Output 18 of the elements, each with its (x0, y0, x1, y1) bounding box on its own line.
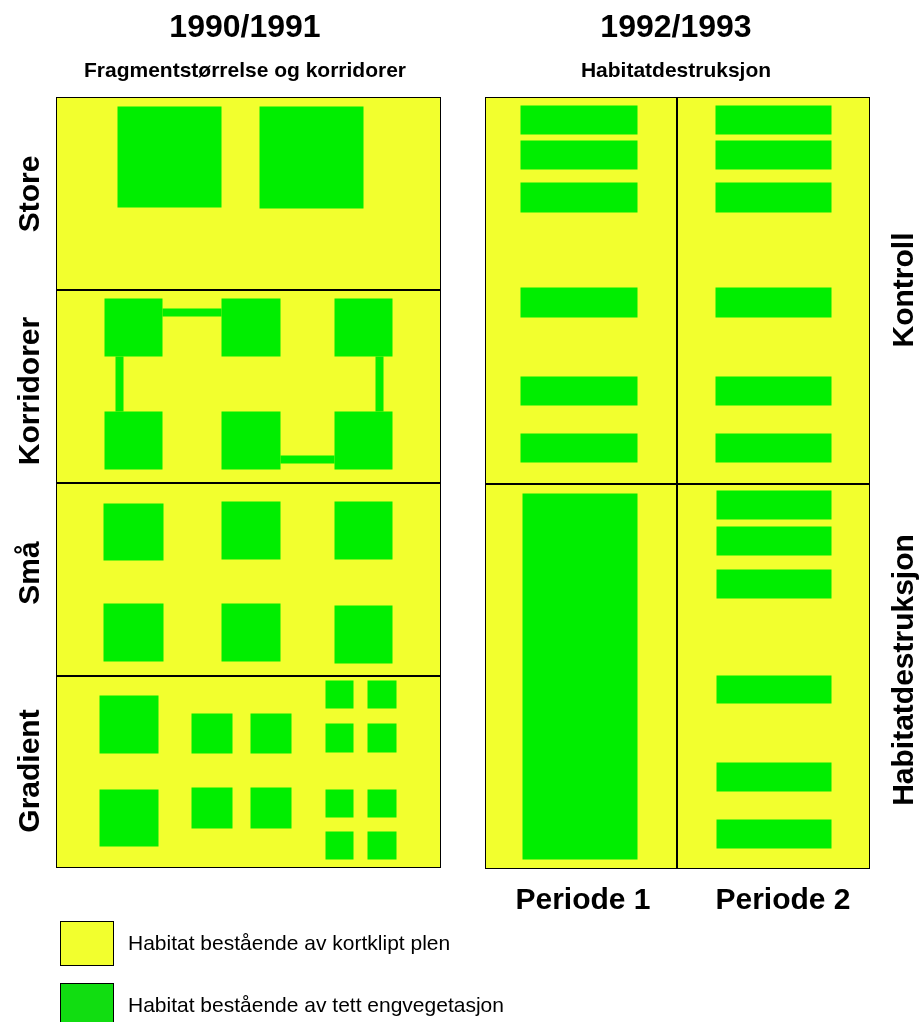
row-label: Gradient (12, 709, 46, 833)
row-label: Habitatdestruksjon (886, 534, 920, 806)
habitat-panel (677, 484, 870, 869)
habitat-panel (485, 97, 677, 484)
row-label: Kontroll (886, 232, 920, 348)
row-label: Korridorer (12, 316, 46, 466)
heading: 1990/1991 (169, 8, 321, 45)
legend-text: Habitat bestående av kortklipt plen (128, 931, 451, 955)
subheading: Habitatdestruksjon (580, 58, 772, 82)
row-label: Små (12, 541, 46, 605)
column-label: Periode 1 (515, 882, 651, 916)
column-label: Periode 2 (715, 882, 851, 916)
habitat-panel (485, 484, 677, 869)
heading: 1992/1993 (600, 8, 752, 45)
subheading: Fragmentstørrelse og korridorer (83, 58, 407, 82)
habitat-panel (677, 97, 870, 484)
row-label: Store (12, 155, 46, 233)
legend-text: Habitat bestående av tett engvegetasjon (128, 993, 504, 1017)
